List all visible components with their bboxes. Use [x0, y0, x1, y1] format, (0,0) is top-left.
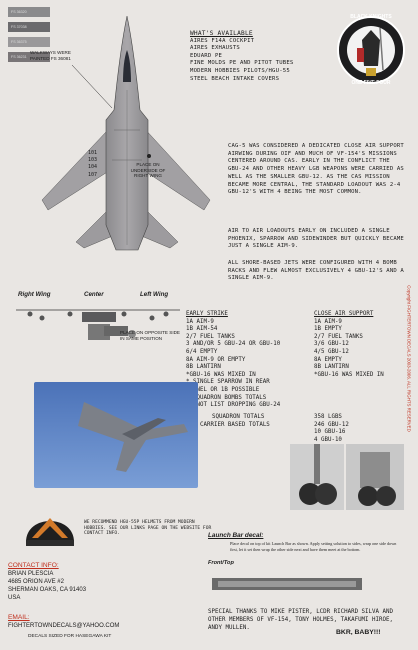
available-item: Fine Molds PE and Pitot Tubes — [190, 60, 294, 67]
close-air-support-loadout: Close Air Support 1A AIM-9 1B EMPTY 2/7 … — [314, 311, 406, 379]
contact-line: 4685 Orion Ave #2 — [8, 579, 64, 585]
center-label: Center — [84, 291, 104, 298]
available-item: Aires F14A cockpit — [190, 37, 255, 44]
loadout-line: 1A AIM-9 — [186, 318, 214, 325]
total-value: 10 GBU-16 — [314, 429, 346, 436]
loadout-line: 1A AIM-9 — [314, 318, 342, 325]
walkway-note: Walkways were painted FS 36081 — [30, 50, 71, 61]
hgu-55p-helmet-illustration — [26, 518, 74, 546]
loadout-line: 8A AIM-9 or EMPTY — [186, 356, 246, 363]
contact-line: USA — [8, 595, 21, 601]
opposite-side-note: Place on opposite side in same position — [120, 330, 180, 341]
paragraph-shore-based: All shore-based jets were configured wit… — [228, 260, 404, 282]
decals-sized-note: Decals sized for Hasegawa kit — [28, 634, 112, 639]
copyright-vertical: Copyright FIGHTERTOWN DECALS 2003-2006. … — [405, 200, 413, 520]
modex-code: 104 — [88, 164, 98, 171]
loadout-line: 4/5 GBU-12 — [314, 348, 349, 355]
loadout-line: tunnel or 1B possible — [186, 386, 260, 393]
weapon-stations-diagram — [16, 309, 180, 340]
modex-code: 103 — [88, 157, 98, 164]
modex-code: 107 — [88, 171, 98, 178]
left-wing-label: Left Wing — [140, 291, 169, 298]
sign-off: BKR, Baby!!! — [336, 629, 381, 636]
contact-heading: Contact Info: — [8, 562, 59, 569]
badge-bottom-text: One Five Four — [351, 80, 391, 86]
helmet-note: We recommend HGU-55P helmets from Modern… — [84, 520, 212, 537]
totals-values: 358 LGBs 246 GBU-12 10 GBU-16 4 GBU-10 — [314, 414, 349, 444]
f14-in-flight-photo — [34, 382, 198, 488]
available-item: Steel Beach Intake Covers — [190, 75, 280, 82]
contact-line: Brian Plescia — [8, 571, 54, 577]
loadout-line: 2/7 Fuel Tanks — [314, 333, 363, 340]
launch-bar-heading: Launch Bar decal: — [208, 532, 264, 539]
loadout-line: 3 AND/OR 5 GBU-24 or GBU-10 — [186, 341, 281, 348]
modex-code: 101 — [88, 150, 98, 156]
launch-bar-decal-diagram — [212, 578, 362, 590]
f14-top-view-illustration — [41, 15, 211, 251]
paragraph-cas: CAG-5 was considered a dedicated close a… — [228, 143, 404, 196]
loadout-line: 8B LANTIRN — [186, 364, 221, 371]
loadout-line: *GBU-16 was mixed in — [314, 371, 384, 378]
copyright-text: Copyright FIGHTERTOWN DECALS 2003-2006. … — [406, 285, 412, 432]
contact-line: Sherman Oaks, CA 91403 — [8, 587, 87, 593]
loadout-line: 1B EMPTY — [314, 326, 342, 333]
loadout-line: do not list dropping GBU-24 — [186, 402, 281, 409]
close-air-heading: Close Air Support — [314, 311, 374, 317]
loadout-line: 3/6 GBU-12 — [314, 341, 349, 348]
email-heading: Email: — [8, 614, 30, 621]
loadout-line: 1B AIM-54 — [186, 326, 218, 333]
paragraph-air-to-air: Air to air loadouts early on included a … — [228, 228, 404, 250]
carrier-totals-label: Carrier based totals — [200, 422, 270, 428]
whats-available: What's available Aires F14A cockpit Aire… — [190, 30, 293, 83]
badge-top-text: Black Knights — [350, 14, 392, 20]
launch-bar-instructions: Place decal on top of kit Launch Bar as … — [230, 541, 397, 552]
total-value: 4 GBU-10 — [314, 436, 342, 443]
contact-block: Contact Info: Brian Plescia 4685 Orion A… — [8, 562, 86, 602]
whats-available-heading: What's available — [190, 30, 253, 37]
early-strike-loadout: Early Strike 1A AIM-9 1B AIM-54 2/7 Fuel… — [186, 311, 316, 410]
total-value: 358 LGBs — [314, 414, 342, 420]
squadron-totals-label: Squadron totals — [212, 414, 265, 420]
modex-codes: 101 103 104 107 — [88, 150, 97, 179]
loadout-line: * Squadron bombs totals — [186, 394, 267, 401]
available-item: Modern Hobbies Pilots/HGU-55 — [190, 67, 290, 74]
underside-note: Place on underside of right wing — [130, 162, 166, 179]
available-item: Eduard PE — [190, 52, 223, 59]
color-chip: FS 36231 — [8, 52, 50, 62]
front-top-label: Front/Top — [208, 560, 234, 566]
loadout-line: 8B LANTIRN — [314, 364, 349, 371]
available-item: Aires Exhausts — [190, 45, 240, 52]
total-value: 246 GBU-12 — [314, 421, 349, 428]
nose-gear-photo — [290, 444, 344, 510]
loadout-line: * Single Sparrow in rear — [186, 379, 270, 386]
color-chip: FS 36320 — [8, 7, 50, 17]
color-chip: FS 36375 — [8, 37, 50, 47]
right-wing-label: Right Wing — [18, 291, 51, 298]
email-link[interactable]: fightertowndecals@yahoo.com — [8, 623, 120, 629]
loadout-line: 6/4 EMPTY — [186, 348, 218, 355]
loadout-line: *GBU-16 was mixed in — [186, 371, 256, 378]
color-chips: FS 36320 FS 37038 FS 36375 FS 36231 — [8, 7, 50, 67]
launch-bar-photo — [346, 444, 404, 510]
loadout-line: 8A EMPTY — [314, 356, 342, 363]
black-knights-squadron-badge — [337, 16, 405, 84]
loadout-line: 2/7 Fuel Tanks — [186, 333, 235, 340]
special-thanks: Special thanks to Mike Pister, LCDR Rich… — [208, 609, 393, 631]
early-strike-heading: Early Strike — [186, 311, 228, 317]
color-chip: FS 37038 — [8, 22, 50, 32]
